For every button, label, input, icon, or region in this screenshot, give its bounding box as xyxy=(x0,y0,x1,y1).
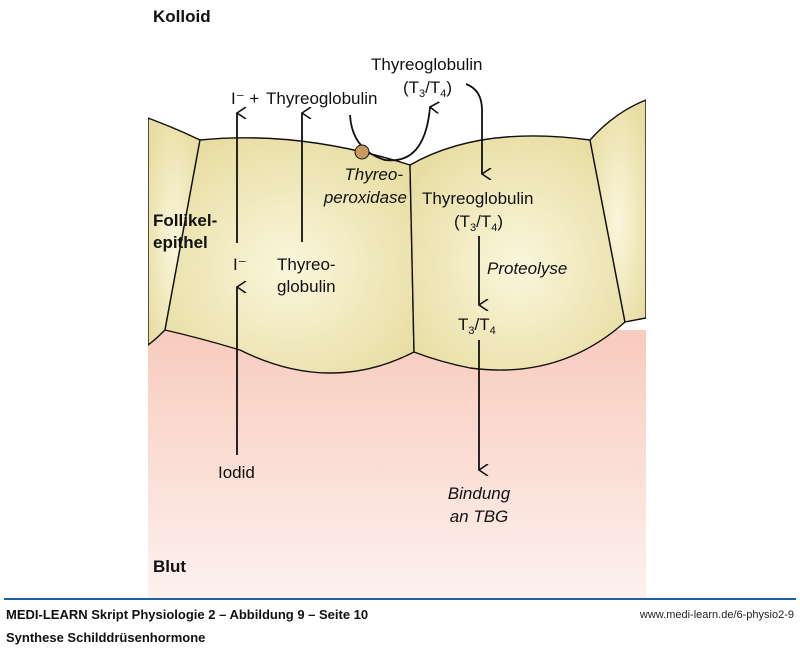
blood-region xyxy=(148,330,646,598)
thyroperoxidase-enzyme-icon xyxy=(354,144,370,160)
arrow-endocytosis xyxy=(465,83,482,174)
label-tg-t3t4-cell-hormones: (T3/T4) xyxy=(454,212,503,234)
label-tg-t3t4-colloid-hormones: (T3/T4) xyxy=(403,78,452,100)
footer-title: MEDI-LEARN Skript Physiologie 2 – Abbild… xyxy=(6,607,369,622)
arrow-iodination-curve xyxy=(349,107,430,162)
cell-right-partial xyxy=(589,99,646,323)
region-label-blood: Blut xyxy=(153,557,186,576)
label-binding-1: Bindung xyxy=(448,484,511,503)
label-binding-2: an TBG xyxy=(450,507,509,526)
region-label-colloid: Kolloid xyxy=(153,7,211,26)
region-label-epithelium-1: Follikel- xyxy=(153,211,217,230)
label-thyroperoxidase-2: peroxidase xyxy=(323,188,407,207)
footer-url-link[interactable]: www.medi-learn.de/6-physio2-9 xyxy=(639,609,794,621)
label-tg-t3t4-colloid: Thyreoglobulin xyxy=(371,55,483,74)
label-iodide-cell: I⁻ xyxy=(233,255,247,274)
label-tg-t3t4-cell: Thyreoglobulin xyxy=(422,189,534,208)
thyroid-hormone-synthesis-diagram: Kolloid Follikel- epithel Blut Iodid I⁻ … xyxy=(148,7,646,598)
label-proteolysis: Proteolyse xyxy=(487,259,567,278)
label-iodide-blood: Iodid xyxy=(218,463,255,482)
label-thyroglobulin-cell-1: Thyreo- xyxy=(277,255,336,274)
cell-right xyxy=(409,135,626,371)
label-thyroperoxidase-1: Thyreo- xyxy=(344,165,403,184)
region-label-epithelium-2: epithel xyxy=(153,233,208,252)
label-t3t4-free: T3/T4 xyxy=(458,315,496,337)
label-iodide-colloid: I⁻ + xyxy=(231,89,259,108)
cell-middle xyxy=(164,137,415,374)
footer-divider xyxy=(4,598,796,600)
footer-subtitle: Synthese Schilddrüsenhormone xyxy=(6,630,206,645)
label-thyroglobulin-colloid: Thyreoglobulin xyxy=(266,89,378,108)
label-thyroglobulin-cell-2: globulin xyxy=(277,277,336,296)
